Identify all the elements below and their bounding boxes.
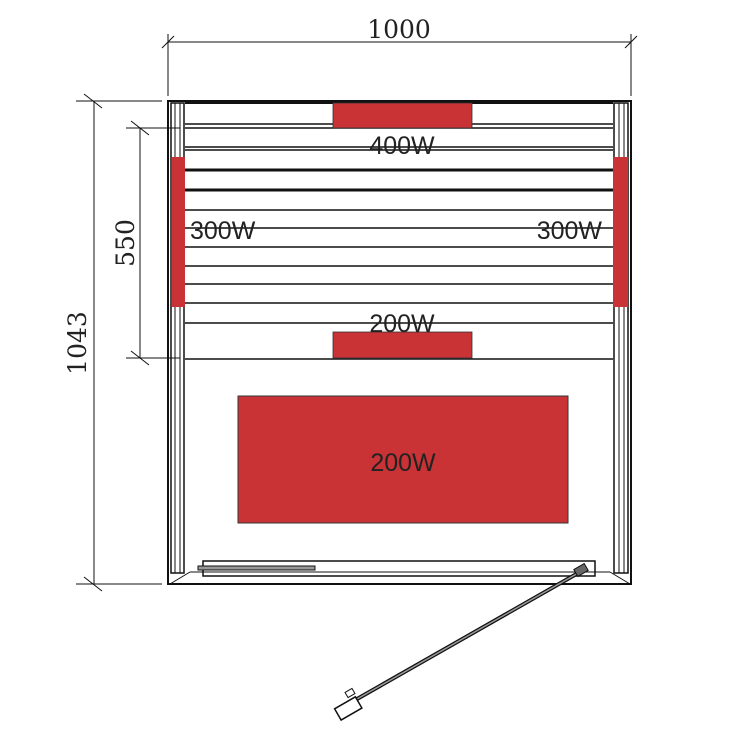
floor-heater [237,395,569,524]
door [168,560,631,722]
right-heater [613,157,628,307]
bench-heater-label: 200W [369,310,435,338]
cabin-frame [167,100,632,585]
bench-dimension: 550 [111,120,180,366]
bench-depth-label: 550 [111,219,140,267]
floor-heater-label: 200W [370,449,436,477]
door-hinge [573,562,589,578]
bench-heater [332,331,473,359]
depth-label: 1043 [63,311,92,375]
depth-dimension: 1043 [63,93,162,592]
width-label: 1000 [367,15,431,44]
left-heater-label: 300W [190,217,256,245]
back-heater [332,102,473,129]
door-handle [333,695,363,722]
right-heater-label: 300W [537,217,603,245]
width-dimension: 1000 [161,15,638,96]
left-heater [172,157,185,307]
door-slide-bar [197,565,316,571]
back-heater-label: 400W [369,132,435,160]
